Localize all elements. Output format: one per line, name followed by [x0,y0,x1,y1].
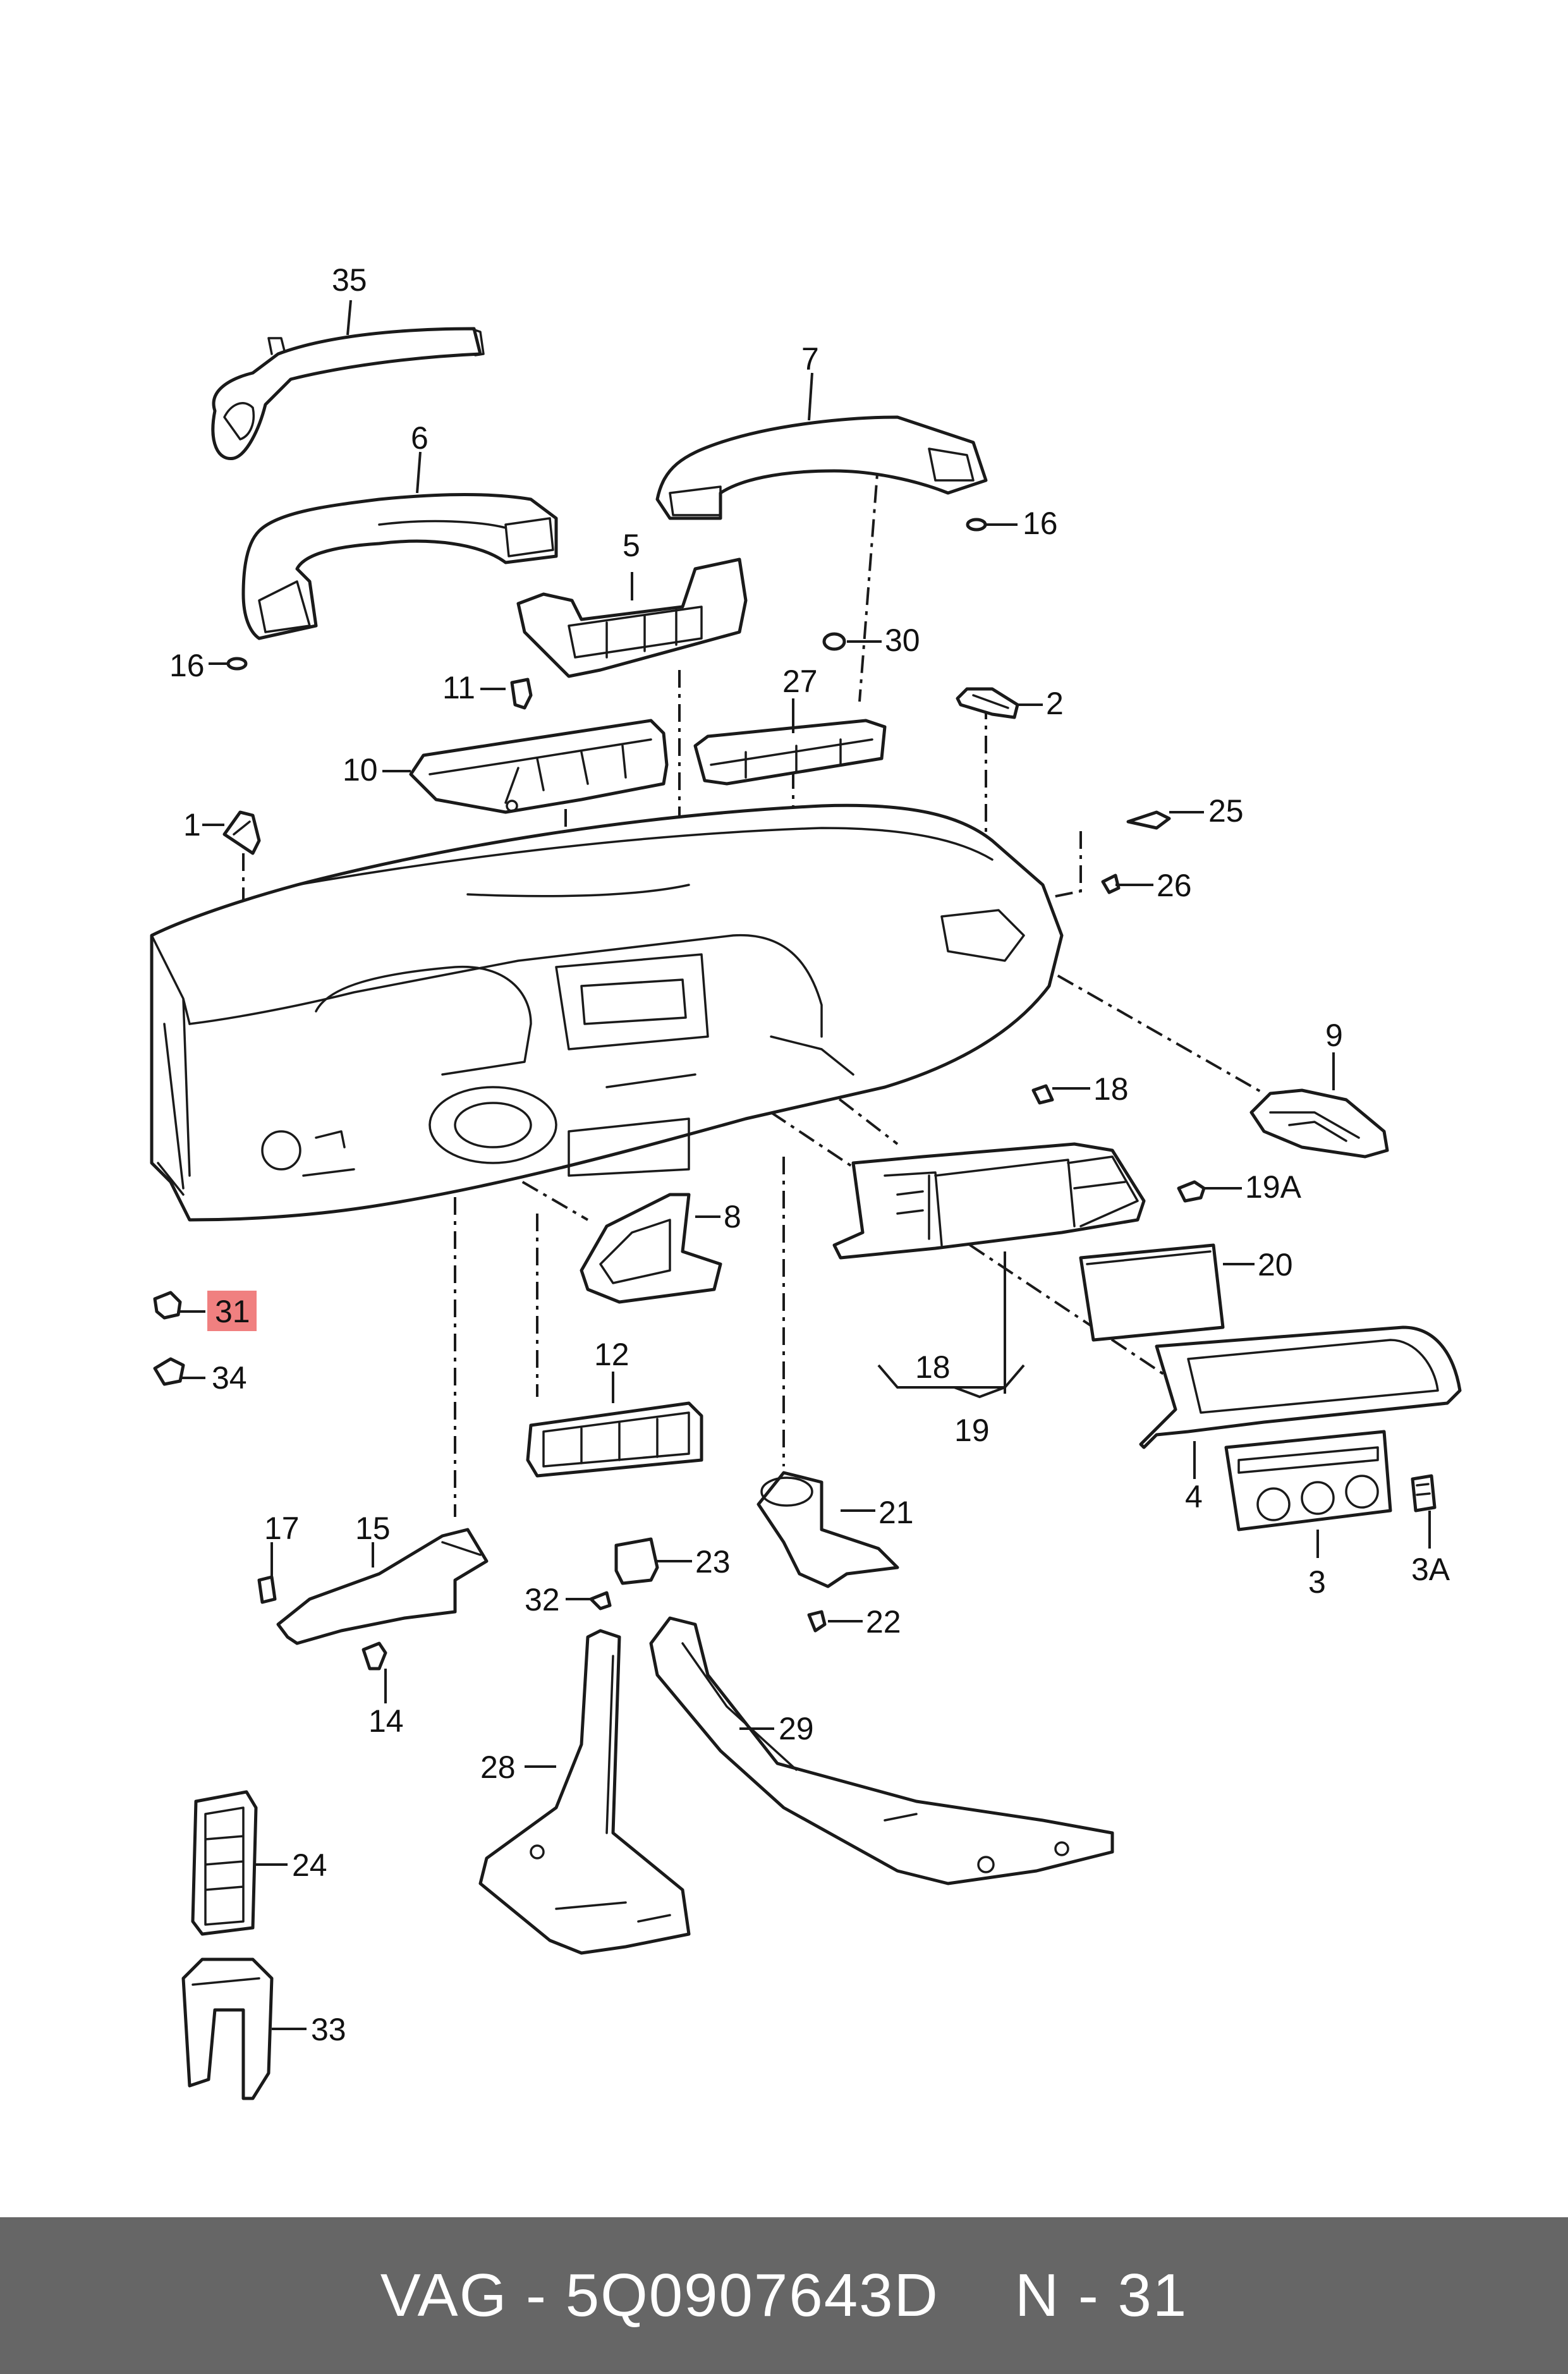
callout-22: 22 [866,1604,901,1640]
callout-2: 2 [1046,686,1064,721]
callout-20: 20 [1258,1247,1293,1282]
part-28-floor-duct [478,1629,691,1955]
callout-19: 19 [954,1413,990,1448]
callout-29: 29 [779,1711,814,1746]
callout-9: 9 [1325,1018,1343,1053]
part-23-cap [614,1537,659,1585]
footer-part-number: VAG - 5Q0907643D [380,2261,939,2329]
callout-27: 27 [782,664,818,699]
callout-15: 15 [355,1511,391,1546]
callout-34: 34 [212,1360,247,1396]
part-9-vent [1249,1088,1389,1159]
callout-12: 12 [594,1337,629,1372]
callout-21: 21 [878,1495,914,1530]
part-20-display [1079,1243,1225,1342]
callout-23: 23 [695,1544,731,1580]
callout-16a: 16 [169,648,205,683]
callout-7: 7 [801,341,819,377]
callout-1: 1 [183,807,201,843]
callout-18a: 18 [1093,1071,1129,1107]
part-24-vent [191,1790,258,1936]
callout-11: 11 [442,670,475,705]
part-3A-switch [1411,1474,1437,1513]
callout-28: 28 [480,1750,516,1785]
highlight-box-31 [207,1291,257,1331]
callout-5: 5 [623,528,640,563]
part-29-floor-duct [649,1616,1114,1885]
callout-35: 35 [332,262,367,298]
part-4-trim [1139,1325,1462,1449]
part-33-cover [181,1957,274,2100]
callout-labels: 35 7 6 16 16 5 30 11 27 2 10 25 1 26 9 1… [169,262,1450,2047]
callout-25: 25 [1208,793,1244,829]
callout-14: 14 [368,1703,404,1739]
callout-33: 33 [311,2012,346,2047]
callout-18b: 18 [915,1349,951,1385]
callout-24: 24 [292,1847,327,1883]
part-15-duct [276,1528,489,1645]
dashboard-panel [150,803,1064,1222]
callout-16b: 16 [1023,506,1058,541]
part-35-duct [211,327,485,460]
leader-lines [180,300,1431,2030]
callout-19A: 19A [1245,1169,1302,1205]
part-2-clip [956,687,1019,719]
fasteners [153,518,1206,1671]
part-12-vent [526,1401,703,1478]
callout-31: 31 [215,1294,250,1329]
part-1-cover [222,810,261,855]
callout-26: 26 [1157,868,1192,903]
part-6-duct [241,493,558,640]
exploded-parts-diagram: 35 7 6 16 16 5 30 11 27 2 10 25 1 26 9 1… [150,262,1462,2100]
part-5-duct [516,557,748,678]
callout-17: 17 [264,1511,300,1546]
callout-6: 6 [411,420,428,456]
part-7-duct [655,415,988,520]
part-8-vent [580,1193,722,1304]
callout-30: 30 [885,623,920,658]
part-19-vent-panel [832,1142,1146,1260]
part-27-vent-grille [693,719,887,786]
part-31-highlighted [153,1291,182,1320]
callout-32: 32 [525,1582,560,1617]
footer-reference: N - 31 [1014,2261,1188,2329]
part-3-climate-panel [1224,1430,1392,1531]
callout-10: 10 [343,752,378,788]
callout-3A: 3A [1411,1552,1450,1587]
part-21-duct [757,1471,899,1588]
callout-4: 4 [1185,1479,1203,1514]
callout-8: 8 [724,1199,741,1234]
part-10-vent-housing [409,719,669,814]
footer-bar: VAG - 5Q0907643D N - 31 [0,2217,1568,2374]
callout-3: 3 [1308,1564,1326,1600]
